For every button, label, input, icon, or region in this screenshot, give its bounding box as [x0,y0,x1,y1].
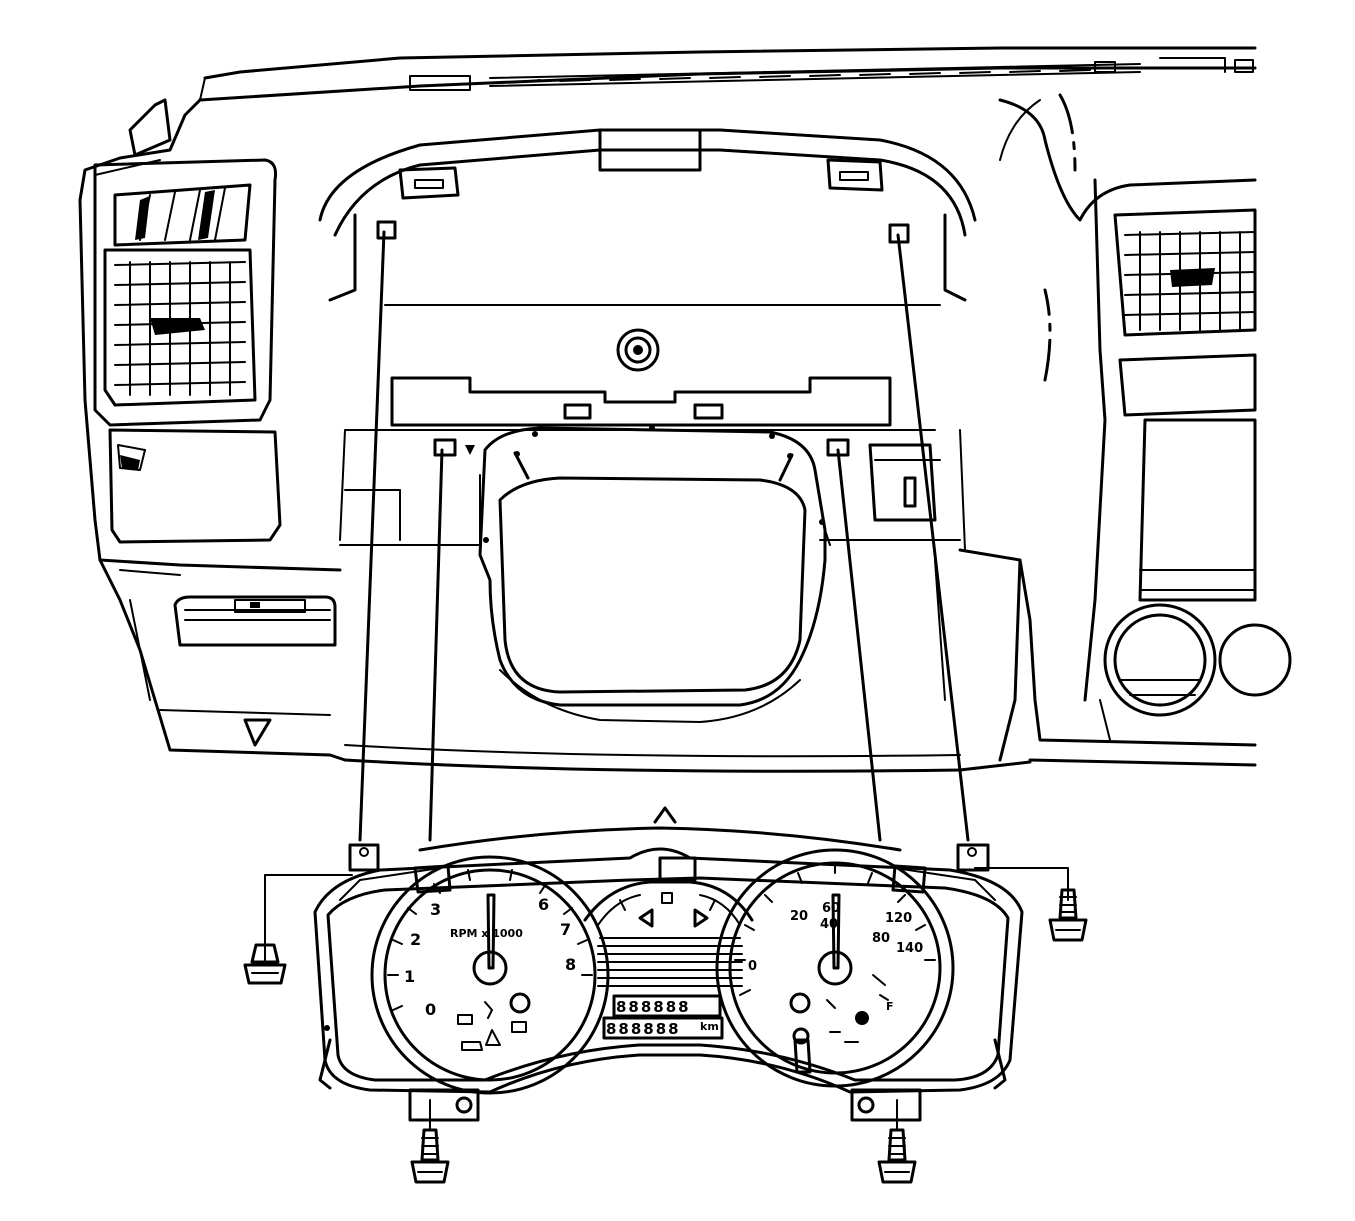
tach-numeral-6: 6 [538,895,549,914]
tach-numeral-3: 3 [430,900,441,919]
odometer-unit: km [700,1020,719,1033]
door-ajar-icon [826,999,836,1009]
cluster-trim-bezel [478,425,831,723]
tach-rpm-label: RPM x 1000 [450,927,523,940]
tach-numeral-8: 8 [565,955,576,974]
defroster-grille [409,57,1254,91]
battery-icon [511,1021,527,1033]
lower-left-access-panel [173,595,337,647]
speed-numeral-40: 40 [820,917,838,932]
speed-numeral-120: 120 [885,911,912,926]
tach-numeral-1: 1 [404,967,415,986]
center-display: 888888 888888 km [597,937,743,1040]
odometer-top-display: 888888 [616,998,691,1016]
bottom-left-mounting-screw [410,1099,450,1184]
seatbelt-icon [484,1001,493,1019]
right-mounting-screw [974,867,1088,942]
cluster-opening [318,128,977,551]
check-engine-icon [461,1041,483,1051]
speed-numeral-0: 0 [748,959,757,974]
fuel-lamp-icon [829,1031,859,1043]
right-turn-signal-icon [693,908,709,928]
left-air-vent [93,158,277,427]
speed-numeral-80: 80 [872,931,890,946]
odometer-bottom-display: 888888 [606,1020,681,1038]
high-beam-icon [457,1014,473,1025]
left-turn-signal-icon [638,908,654,928]
headlamp-indicator-icon [661,892,673,904]
alignment-leader-lines [358,230,970,842]
tach-numeral-7: 7 [560,920,571,939]
mounting-screws [243,867,1088,1184]
service-lamp-icon [855,1011,869,1025]
trip-reset-knob [793,1038,812,1074]
bottom-right-mounting-screw [877,1099,917,1184]
headlamp-switch-panel [108,428,282,544]
oil-pressure-icon [485,1029,501,1046]
instrument-cluster: 0 1 2 3 6 7 8 RPM x 1000 [313,806,1024,1122]
brake-warning-icon [789,992,811,1014]
warning-lamp-icon [509,992,531,1014]
tachometer-gauge: 0 1 2 3 6 7 8 RPM x 1000 [370,855,610,1095]
speed-numeral-20: 20 [790,909,808,924]
tach-numeral-0: 0 [425,1000,436,1019]
speedometer-gauge: 0 20 40 60 80 120 140 F [715,848,955,1088]
instrument-panel [78,46,1292,773]
svg-text:F: F [886,1000,894,1013]
speed-numeral-60: 60 [822,901,840,916]
speed-numeral-140: 140 [896,941,923,956]
left-mounting-screw [243,874,353,985]
tach-numeral-2: 2 [410,930,421,949]
right-dash-section [998,93,1292,767]
